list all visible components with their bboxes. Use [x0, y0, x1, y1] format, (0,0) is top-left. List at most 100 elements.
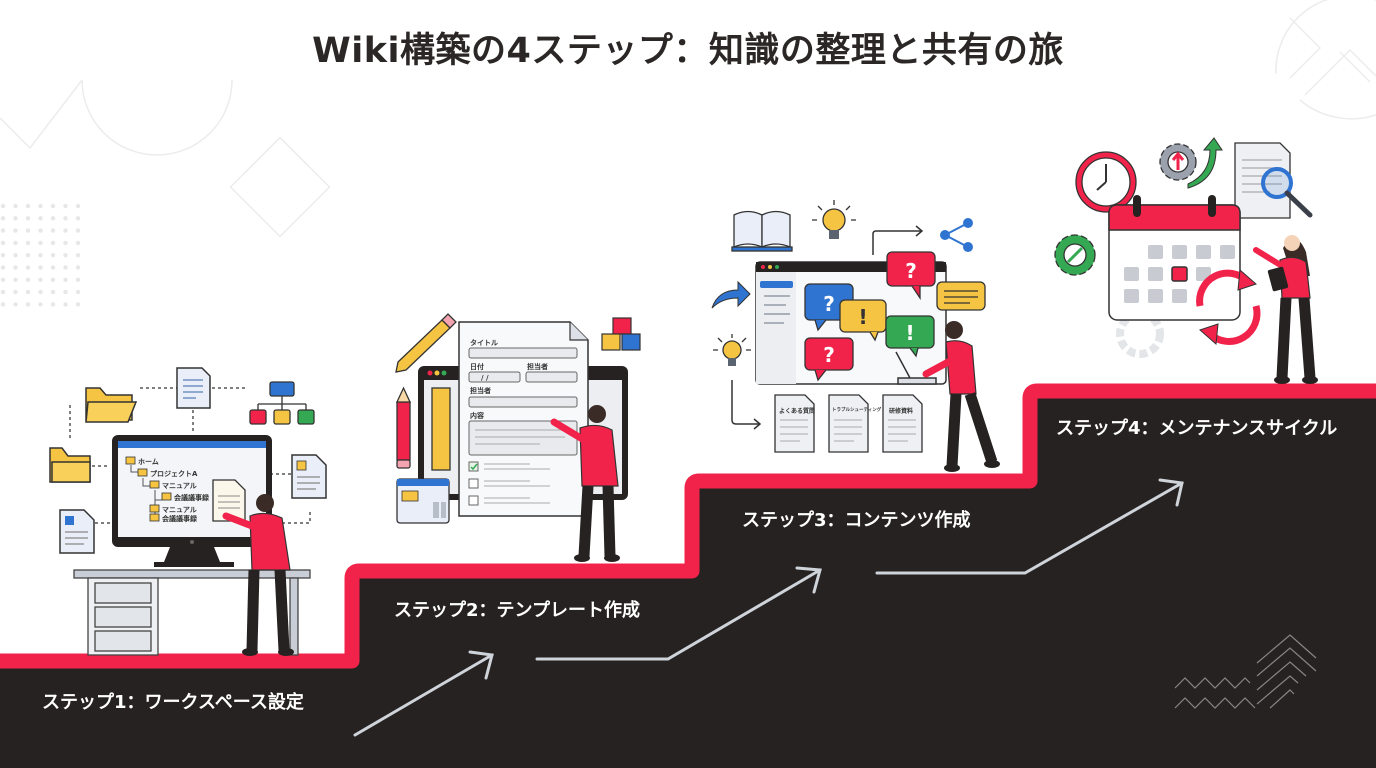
deco-dot — [38, 289, 43, 295]
deco-dot — [13, 302, 18, 307]
deco-dot — [38, 228, 43, 233]
person-figure — [550, 405, 620, 562]
deco-arc-right — [1275, 0, 1376, 75]
checkbox — [468, 478, 479, 489]
deco-chevron — [0, 79, 83, 150]
person-figure — [922, 321, 1000, 472]
deco-dot — [63, 302, 68, 307]
deco-zigzags — [1174, 634, 1317, 709]
deco-dot — [50, 265, 56, 270]
deco-dot — [25, 289, 31, 295]
calendar-icon — [1108, 195, 1241, 321]
deco-arc — [81, 79, 233, 156]
deco-dot — [25, 277, 31, 282]
ruler-icon — [431, 387, 451, 471]
step1-label: ステップ1：ワークスペース設定 — [42, 692, 304, 713]
deco-dot — [13, 289, 18, 295]
deco-dot-grid — [0, 203, 81, 307]
document-icon — [291, 454, 327, 499]
deco-dot — [63, 289, 68, 295]
deco-dot — [25, 228, 31, 233]
step3-illustration: ? ? ! ! ? よくある質問 — [711, 200, 1000, 472]
deco-dot — [75, 216, 81, 221]
deco-dot — [13, 240, 18, 246]
deco-dot — [75, 253, 81, 258]
date-placeholder: / / — [481, 374, 489, 382]
deco-dot — [25, 265, 31, 270]
arrow-head-step3 — [1158, 478, 1184, 507]
deco-dot — [50, 277, 56, 282]
bubble-glyph: ! — [858, 305, 867, 329]
person-figure — [222, 494, 294, 656]
deco-dot — [0, 265, 6, 270]
folder-icon — [49, 447, 91, 483]
document-icon: よくある質問 — [774, 394, 815, 453]
settings-gear-icon — [1054, 234, 1096, 276]
page-title: Wiki構築の4ステップ：知識の整理と共有の旅 — [312, 31, 1064, 71]
deco-dot — [50, 289, 56, 295]
refresh-arrowheads — [1199, 268, 1257, 346]
share-icon — [940, 218, 973, 252]
deco-dot — [38, 265, 43, 270]
checkbox-checked — [468, 461, 479, 472]
calendar-day-highlight — [1171, 266, 1188, 282]
calendar-day — [1148, 289, 1163, 303]
deco-arc-right-2 — [1299, 99, 1376, 120]
lightbulb-icon — [812, 200, 856, 239]
folder-icon — [85, 387, 138, 423]
bubble-glyph: ! — [905, 321, 914, 345]
deco-dot — [50, 302, 56, 307]
form-label-assignee: 担当者 — [470, 386, 491, 395]
document-icon — [176, 367, 211, 409]
calendar-day — [1124, 267, 1139, 281]
deco-dot — [0, 228, 6, 233]
monitor-icon: ホーム プロジェクトA マニュアル 会議議事録 マニュアル 会議議事録 — [112, 435, 272, 567]
document-icon — [59, 509, 95, 554]
deco-dot — [25, 302, 31, 307]
deco-dot — [25, 253, 31, 258]
deco-dot — [0, 253, 6, 258]
deco-dot — [75, 240, 81, 246]
deco-dot — [63, 203, 68, 209]
exclamation-bubble: ! — [839, 299, 887, 342]
deco-lines-right — [1289, 17, 1376, 96]
bubble-glyph: ? — [823, 292, 835, 316]
lightbulb-icon — [713, 334, 751, 366]
deco-dot — [0, 289, 6, 295]
deco-dot — [50, 240, 56, 246]
deco-dot — [63, 216, 68, 221]
tree-item: プロジェクトA — [150, 469, 198, 478]
blocks-icon — [601, 317, 641, 351]
deco-dot — [25, 203, 31, 209]
arrow-head-step1 — [468, 650, 494, 680]
deco-dot — [0, 203, 6, 209]
template-form-document: タイトル 日付 担当者 担当者 内容 / / — [458, 321, 589, 517]
layout-window-icon — [396, 478, 450, 524]
form-label-date: 日付 — [470, 362, 484, 371]
deco-dot — [0, 216, 6, 221]
deco-dot — [0, 240, 6, 246]
step3-label: ステップ3：コンテンツ作成 — [742, 510, 971, 531]
faded-gear-icon — [1116, 310, 1164, 358]
arrow-icon — [872, 225, 924, 255]
step4-label: ステップ4：メンテナンスサイクル — [1056, 418, 1338, 439]
deco-dot — [13, 216, 18, 221]
deco-dot — [38, 302, 43, 307]
step1-illustration: ホーム プロジェクトA マニュアル 会議議事録 マニュアル 会議議事録 — [49, 367, 327, 656]
step4-illustration — [1054, 137, 1318, 384]
stair-body — [0, 398, 1376, 768]
deco-dot — [13, 253, 18, 258]
tree-item: マニュアル — [162, 482, 197, 490]
form-label-owner: 担当者 — [527, 362, 548, 371]
bubble-glyph: ? — [905, 259, 917, 283]
arrow-step2 — [535, 568, 822, 661]
deco-dot — [75, 289, 81, 295]
org-chart-icon — [249, 381, 315, 425]
tree-item: ホーム — [138, 458, 159, 466]
deco-dot — [0, 302, 6, 307]
calendar-day — [1220, 245, 1235, 259]
deco-dot — [13, 277, 18, 282]
doc-title: よくある質問 — [779, 407, 815, 415]
deco-dot — [75, 203, 81, 209]
